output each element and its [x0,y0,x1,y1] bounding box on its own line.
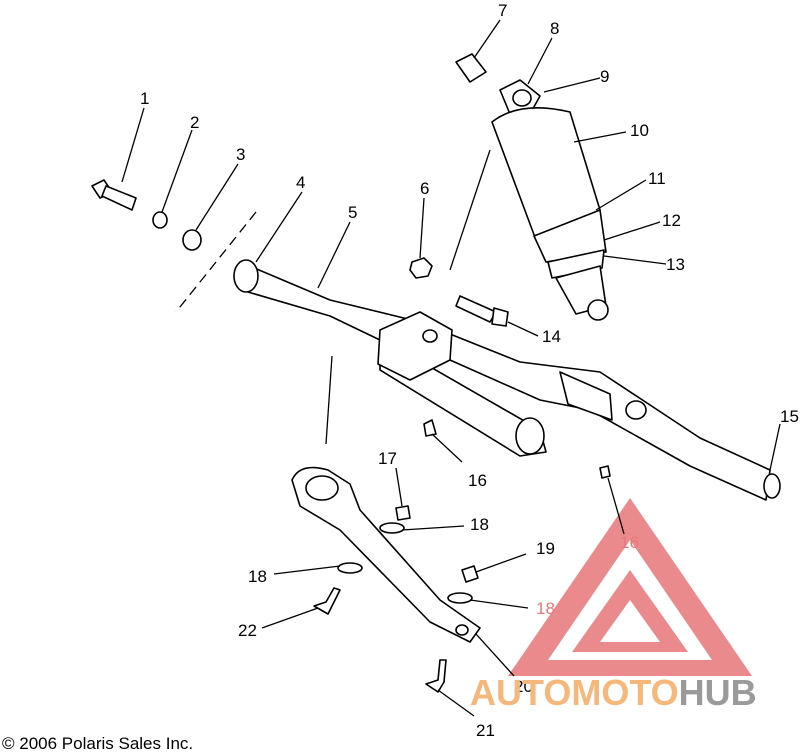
part-12-spring [533,209,607,263]
part-22-bolt [313,587,341,615]
part-15-shaft-end [763,473,781,499]
callout-19: 19 [536,539,555,558]
callout-4: 4 [296,173,305,192]
callout-22: 22 [238,621,257,640]
callout-13: 13 [666,255,685,274]
callout-17: 17 [378,449,397,468]
part-8-eyelet [512,89,532,107]
callout-21: 21 [476,721,495,740]
part-18-washer-2 [337,562,363,574]
callout-7: 7 [498,1,507,20]
part-16-grease-fitting [423,419,437,437]
part-1-bolt [91,179,137,211]
part-18-washer-3 [447,592,473,604]
callout-6: 6 [420,179,429,198]
dashed-centerline [175,211,257,313]
part-20-bracket [291,466,481,643]
part-14-bolt [455,295,509,327]
watermark-text-hub: HUB [678,672,757,713]
copyright-text: © 2006 Polaris Sales Inc. [2,734,194,753]
callout-18-second: 18 [248,567,267,586]
part-13-collar [547,249,605,279]
callout-11: 11 [648,169,666,188]
leader-lines [121,19,781,717]
callout-18: 18 [470,515,489,534]
part-3-washer [182,229,202,251]
part-21-bolt [425,659,447,693]
part-19-nut [461,565,479,583]
part-2-washer [152,211,168,229]
part-6-nut [409,257,433,279]
part-7-bushing [455,53,487,83]
callout-5: 5 [348,203,357,222]
callout-16-second: 16 [620,533,639,552]
callout-12: 12 [662,211,681,230]
callout-14: 14 [542,327,561,346]
shock-absorber [491,79,609,321]
callout-3: 3 [236,145,245,164]
callout-8: 8 [550,19,559,38]
callout-2: 2 [190,113,199,132]
callout-9: 9 [600,67,609,86]
part-5-a-arm [233,259,781,501]
callout-16: 16 [468,471,487,490]
callout-18-third: 18 [536,599,555,618]
part-17-nut [395,505,411,521]
callout-10: 10 [630,121,649,140]
callout-15: 15 [780,407,799,426]
callout-1: 1 [140,89,149,108]
watermark-logo-text: AUTOMOTOHUB [470,672,757,714]
watermark-text-automoto: AUTOMOTO [470,672,679,713]
part-18-washer [379,522,405,534]
callout-20: 20 [514,677,533,696]
callout-labels: 1 2 3 4 5 6 7 8 9 10 11 12 13 14 15 16 1… [140,1,799,740]
watermark-triangle-logo [508,498,752,676]
part-4-bushing-end [233,259,259,293]
part-16-grease-fitting-2 [599,465,611,479]
